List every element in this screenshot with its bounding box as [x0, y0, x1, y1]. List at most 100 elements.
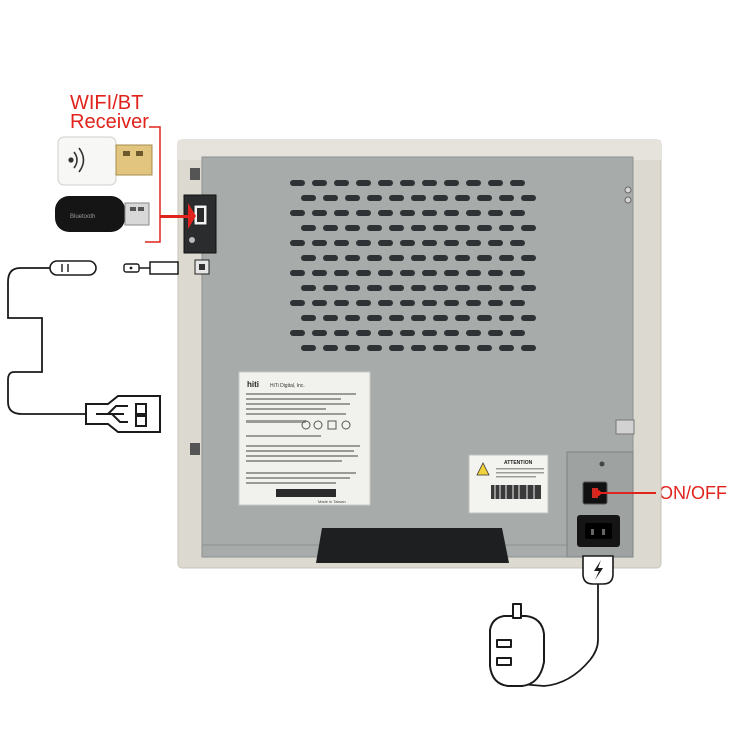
vent-slot — [290, 210, 305, 216]
vent-slot — [301, 285, 316, 291]
vent-slot — [345, 315, 360, 321]
vent-slot — [400, 210, 415, 216]
vent-slot — [290, 270, 305, 276]
vent-slot — [323, 255, 338, 261]
vent-slot — [301, 255, 316, 261]
vent-slot — [290, 330, 305, 336]
vent-slot — [301, 225, 316, 231]
vent-slot — [312, 210, 327, 216]
vent-slot — [356, 240, 371, 246]
vent-slot — [378, 270, 393, 276]
vent-slot — [444, 240, 459, 246]
vent-slot — [455, 285, 470, 291]
vent-slot — [367, 255, 382, 261]
vent-slot — [312, 330, 327, 336]
vent-slot — [367, 225, 382, 231]
vent-slot — [411, 315, 426, 321]
vent-slot — [444, 330, 459, 336]
vent-slot — [290, 180, 305, 186]
vent-slot — [411, 255, 426, 261]
vent-slot — [334, 270, 349, 276]
vent-slot — [499, 225, 514, 231]
vent-slot — [422, 330, 437, 336]
vent-slot — [312, 240, 327, 246]
vent-slot — [444, 210, 459, 216]
vent-slot — [389, 315, 404, 321]
vent-slot — [477, 315, 492, 321]
vent-slot — [345, 225, 360, 231]
vent-slot — [400, 300, 415, 306]
vent-slot — [422, 180, 437, 186]
vent-grille — [290, 180, 536, 351]
vent-slot — [345, 285, 360, 291]
vent-slot — [499, 255, 514, 261]
power-connector — [582, 555, 614, 585]
vent-slot — [466, 330, 481, 336]
vent-slot — [389, 255, 404, 261]
vent-slot — [345, 345, 360, 351]
vent-slot — [477, 195, 492, 201]
vent-slot — [488, 180, 503, 186]
vent-slot — [521, 255, 536, 261]
power-cable — [519, 583, 599, 687]
vent-slot — [389, 345, 404, 351]
vent-slot — [488, 330, 503, 336]
vent-slot — [356, 180, 371, 186]
vent-slot — [455, 195, 470, 201]
vent-slot — [389, 285, 404, 291]
vent-slot — [477, 285, 492, 291]
vent-slot — [290, 300, 305, 306]
vent-slot — [323, 315, 338, 321]
vent-slot — [477, 345, 492, 351]
receiver-callout-line — [145, 126, 161, 243]
vent-slot — [510, 270, 525, 276]
vent-slot — [433, 195, 448, 201]
vent-slot — [345, 255, 360, 261]
wifi-bt-receiver-label: WIFI/BT Receiver — [70, 92, 149, 132]
vent-slot — [378, 330, 393, 336]
vent-slot — [510, 330, 525, 336]
vent-slot — [367, 285, 382, 291]
vent-slot — [499, 195, 514, 201]
product-label: hiti HiTi Digital, Inc. Made in Taiwan — [238, 371, 371, 506]
vent-slot — [411, 225, 426, 231]
receiver-pointer-arrow — [160, 203, 196, 229]
vent-slot — [455, 225, 470, 231]
vent-slot — [477, 255, 492, 261]
bluetooth-dongle: Bluetooth — [55, 196, 150, 232]
receiver-label-line1: WIFI/BT — [70, 92, 144, 114]
wifi-dongle — [57, 136, 153, 186]
vent-slot — [488, 210, 503, 216]
vent-slot — [521, 315, 536, 321]
vent-slot — [334, 180, 349, 186]
vent-slot — [367, 315, 382, 321]
vent-slot — [334, 210, 349, 216]
made-in-text: Made in Taiwan — [318, 499, 346, 504]
vent-slot — [521, 195, 536, 201]
vent-slot — [488, 300, 503, 306]
vent-slot — [411, 345, 426, 351]
company-text: HiTi Digital, Inc. — [270, 383, 305, 389]
vent-slot — [444, 180, 459, 186]
vent-slot — [444, 270, 459, 276]
vent-slot — [466, 180, 481, 186]
vent-slot — [521, 225, 536, 231]
usb-icon — [85, 395, 161, 433]
vent-slot — [422, 270, 437, 276]
vent-slot — [510, 300, 525, 306]
vent-slot — [356, 270, 371, 276]
wifi-icon — [68, 147, 85, 173]
vent-slot — [433, 345, 448, 351]
vent-slot — [301, 315, 316, 321]
vent-slot — [499, 345, 514, 351]
vent-slot — [301, 345, 316, 351]
attention-text: ATTENTION — [504, 460, 533, 466]
vent-slot — [433, 315, 448, 321]
vent-slot — [411, 285, 426, 291]
vent-slot — [356, 210, 371, 216]
vent-slot — [356, 330, 371, 336]
vent-slot — [367, 345, 382, 351]
lightning-icon — [594, 560, 603, 580]
vent-slot — [455, 315, 470, 321]
vent-slot — [499, 315, 514, 321]
